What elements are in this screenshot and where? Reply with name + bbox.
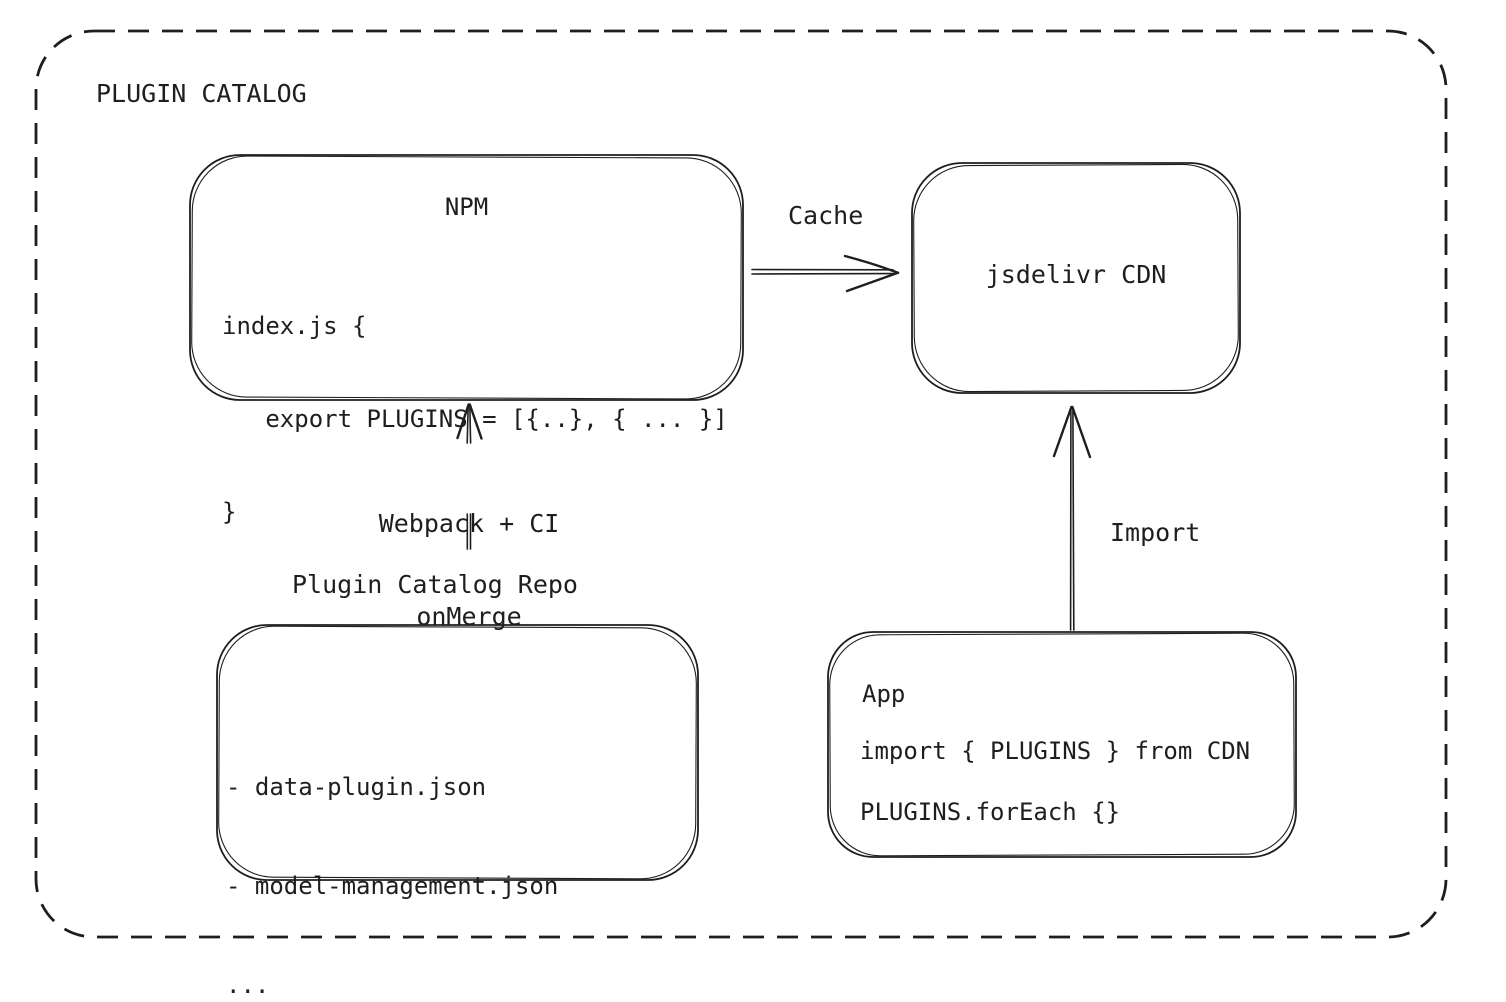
npm-box-title: NPM [444, 193, 489, 221]
repo-list-item: - model-management.json [226, 872, 559, 900]
import-arrow-label: Import [1110, 518, 1201, 547]
app-box-outline [827, 631, 1297, 858]
npm-code: index.js { export PLUGINS = [{..}, { ...… [222, 249, 728, 590]
app-box-title: App [862, 680, 906, 708]
diagram-title: PLUGIN CATALOG [96, 79, 307, 108]
cdn-box-outline [911, 162, 1241, 394]
build-arrow-label-line: Webpack + CI [378, 509, 560, 538]
repo-list-item: - data-plugin.json [226, 773, 487, 801]
build-arrow-label-line: onMerge [416, 602, 522, 631]
app-code-line-1: import { PLUGINS } from CDN [860, 737, 1251, 765]
import-arrow [1052, 405, 1092, 631]
repo-box-label: Plugin Catalog Repo [292, 570, 578, 599]
npm-code-line: index.js { [222, 312, 367, 340]
repo-list: - data-plugin.json - model-management.js… [226, 705, 558, 1002]
app-code-line-2: PLUGINS.forEach {} [860, 798, 1121, 826]
repo-box-outline [216, 624, 699, 881]
cache-arrow [751, 254, 900, 293]
npm-code-line: export PLUGINS = [{..}, { ... }] [222, 405, 728, 433]
build-arrow-label: Webpack + CI onMerge [319, 446, 619, 694]
repo-list-item: ... [226, 971, 270, 999]
npm-code-line: } [222, 498, 237, 526]
npm-box-outline [189, 154, 744, 401]
cdn-box-label: jsdelivr CDN [985, 260, 1167, 289]
cache-arrow-label: Cache [788, 201, 864, 230]
build-arrow [456, 403, 483, 550]
catalog-boundary [34, 29, 1448, 939]
